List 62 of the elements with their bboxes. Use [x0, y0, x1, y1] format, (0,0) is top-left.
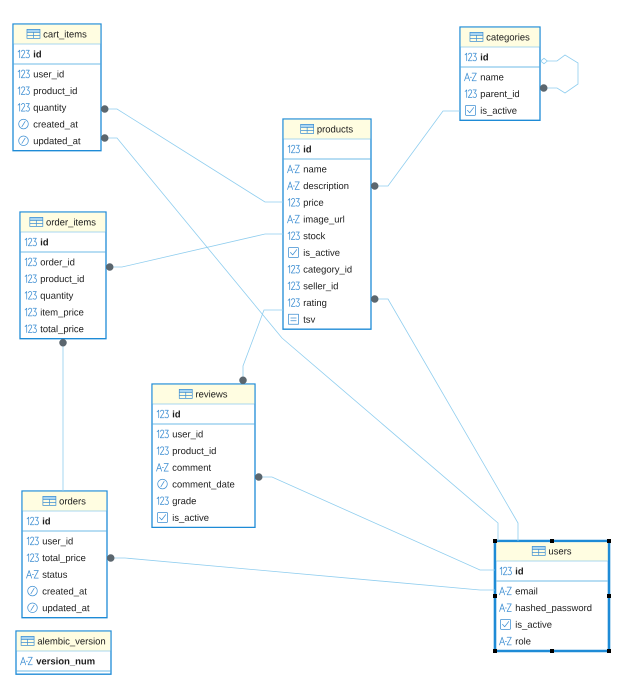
column-name: image_url — [304, 216, 344, 224]
column-name: created_at — [42, 588, 87, 596]
relationship-line — [540, 54, 578, 94]
column-name: id — [40, 238, 48, 246]
table-header: order_items — [20, 212, 106, 232]
column-name: id — [34, 50, 41, 58]
column-name: tsv — [303, 316, 316, 323]
column-name: seller_id — [303, 282, 338, 292]
column-name: rating — [304, 299, 326, 308]
column-name: is_active — [304, 249, 340, 258]
relationship-line — [106, 234, 284, 271]
column-name: is_active — [172, 514, 209, 523]
column-name: updated_at — [34, 137, 80, 146]
table-header: alembic_version — [16, 632, 111, 652]
column-name: created_at — [34, 120, 78, 130]
column-name: user_id — [172, 430, 203, 440]
column-name: total_price — [42, 554, 86, 564]
column-name: grade — [172, 497, 196, 506]
column-name: category_id — [304, 266, 352, 275]
column-name: status — [42, 572, 68, 578]
column-name: is_active — [480, 106, 517, 116]
relationship-line — [371, 295, 518, 542]
column-name: id — [304, 146, 311, 152]
column-name: name — [480, 75, 504, 80]
table-header: reviews — [152, 384, 255, 404]
column-name: id — [172, 410, 180, 418]
column-name: updated_at — [42, 604, 90, 614]
column-name: role — [516, 638, 531, 645]
table-header: orders — [22, 492, 107, 512]
table-header: categories — [460, 28, 540, 48]
column-name: product_id — [40, 275, 84, 284]
relationship-line — [59, 339, 67, 492]
column-name: quantity — [40, 292, 74, 301]
table-header: products — [283, 120, 371, 140]
column-name: product_id — [172, 447, 216, 456]
column-name: user_id — [34, 70, 64, 80]
column-name: comment — [172, 464, 212, 471]
relationship-line — [239, 310, 284, 384]
column-name: parent_id — [480, 90, 520, 100]
column-name: price — [304, 198, 324, 208]
column-name: name — [304, 167, 326, 172]
relationship-line — [101, 134, 498, 542]
relationship-line — [107, 554, 496, 590]
column-name: hashed_password — [516, 604, 592, 614]
table-header: cart_items — [13, 24, 101, 44]
column-name: id — [42, 518, 50, 524]
column-name: product_id — [34, 87, 77, 96]
column-name: total_price — [40, 325, 84, 334]
column-name: description — [304, 182, 348, 192]
column-name: version_num — [36, 658, 95, 666]
column-name: id — [516, 568, 523, 574]
column-name: item_price — [40, 308, 84, 318]
relationship-line — [255, 473, 496, 570]
column-name: is_active — [516, 620, 552, 630]
column-name: user_id — [42, 538, 73, 546]
column-name: id — [480, 54, 488, 60]
column-name: quantity — [34, 104, 66, 113]
relationship-line — [371, 110, 460, 190]
column-name: stock — [303, 232, 326, 240]
column-name: order_id — [40, 258, 74, 268]
column-name: comment_date — [172, 480, 234, 490]
column-name: email — [516, 588, 538, 594]
